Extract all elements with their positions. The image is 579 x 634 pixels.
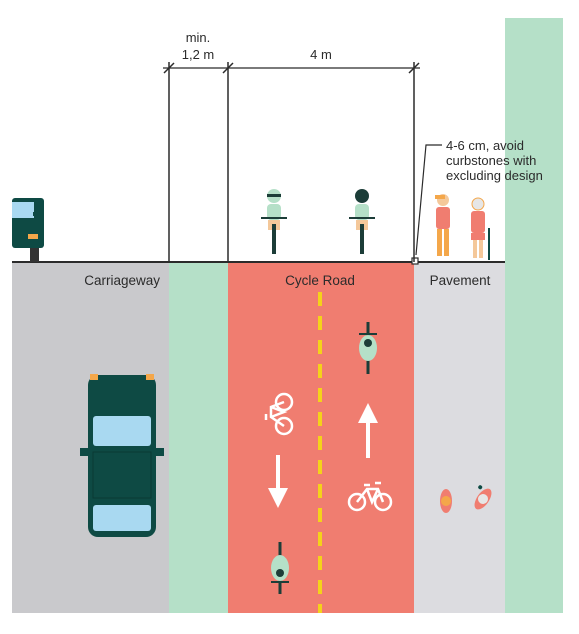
dimension-tick-1 [163,62,175,74]
car-side-icon [12,198,44,262]
cycle-road-label: Cycle Road [285,273,355,288]
min-label: min. [186,30,211,45]
buffer-zone [169,262,228,613]
car-top-icon [80,374,164,537]
bicycle-icon-up [347,481,393,512]
elderly-pedestrian-top-icon [474,485,492,510]
carriageway-label: Carriageway [84,273,160,288]
cycle-width-label: 4 m [310,47,332,62]
elderly-pedestrian-icon [471,197,490,260]
pavement-label: Pavement [430,273,491,288]
kerb-step [411,257,419,265]
min-width-label: 1,2 m [182,47,215,62]
annotation-line-1: 4-6 cm, avoid [446,138,524,153]
arrow-down-icon [268,455,288,508]
bicycle-icon-down [264,392,294,436]
pavement-zone [414,262,505,613]
dimension-tick-2 [222,62,234,74]
cyclist-section-icon-2 [349,189,375,254]
cyclist-top-icon-1 [359,322,377,374]
pedestrian-top-icon [440,489,452,513]
annotation-line-3: excluding design [446,168,543,183]
right-verge [505,18,563,613]
annotation-leader [415,144,442,256]
cyclist-top-icon-2 [271,542,289,594]
cyclist-section-icon-1 [261,189,287,254]
arrow-up-icon [358,403,378,458]
dimension-tick-3 [408,62,420,74]
annotation-line-2: curbstones with [446,153,536,168]
pedestrian-icon [435,194,450,256]
